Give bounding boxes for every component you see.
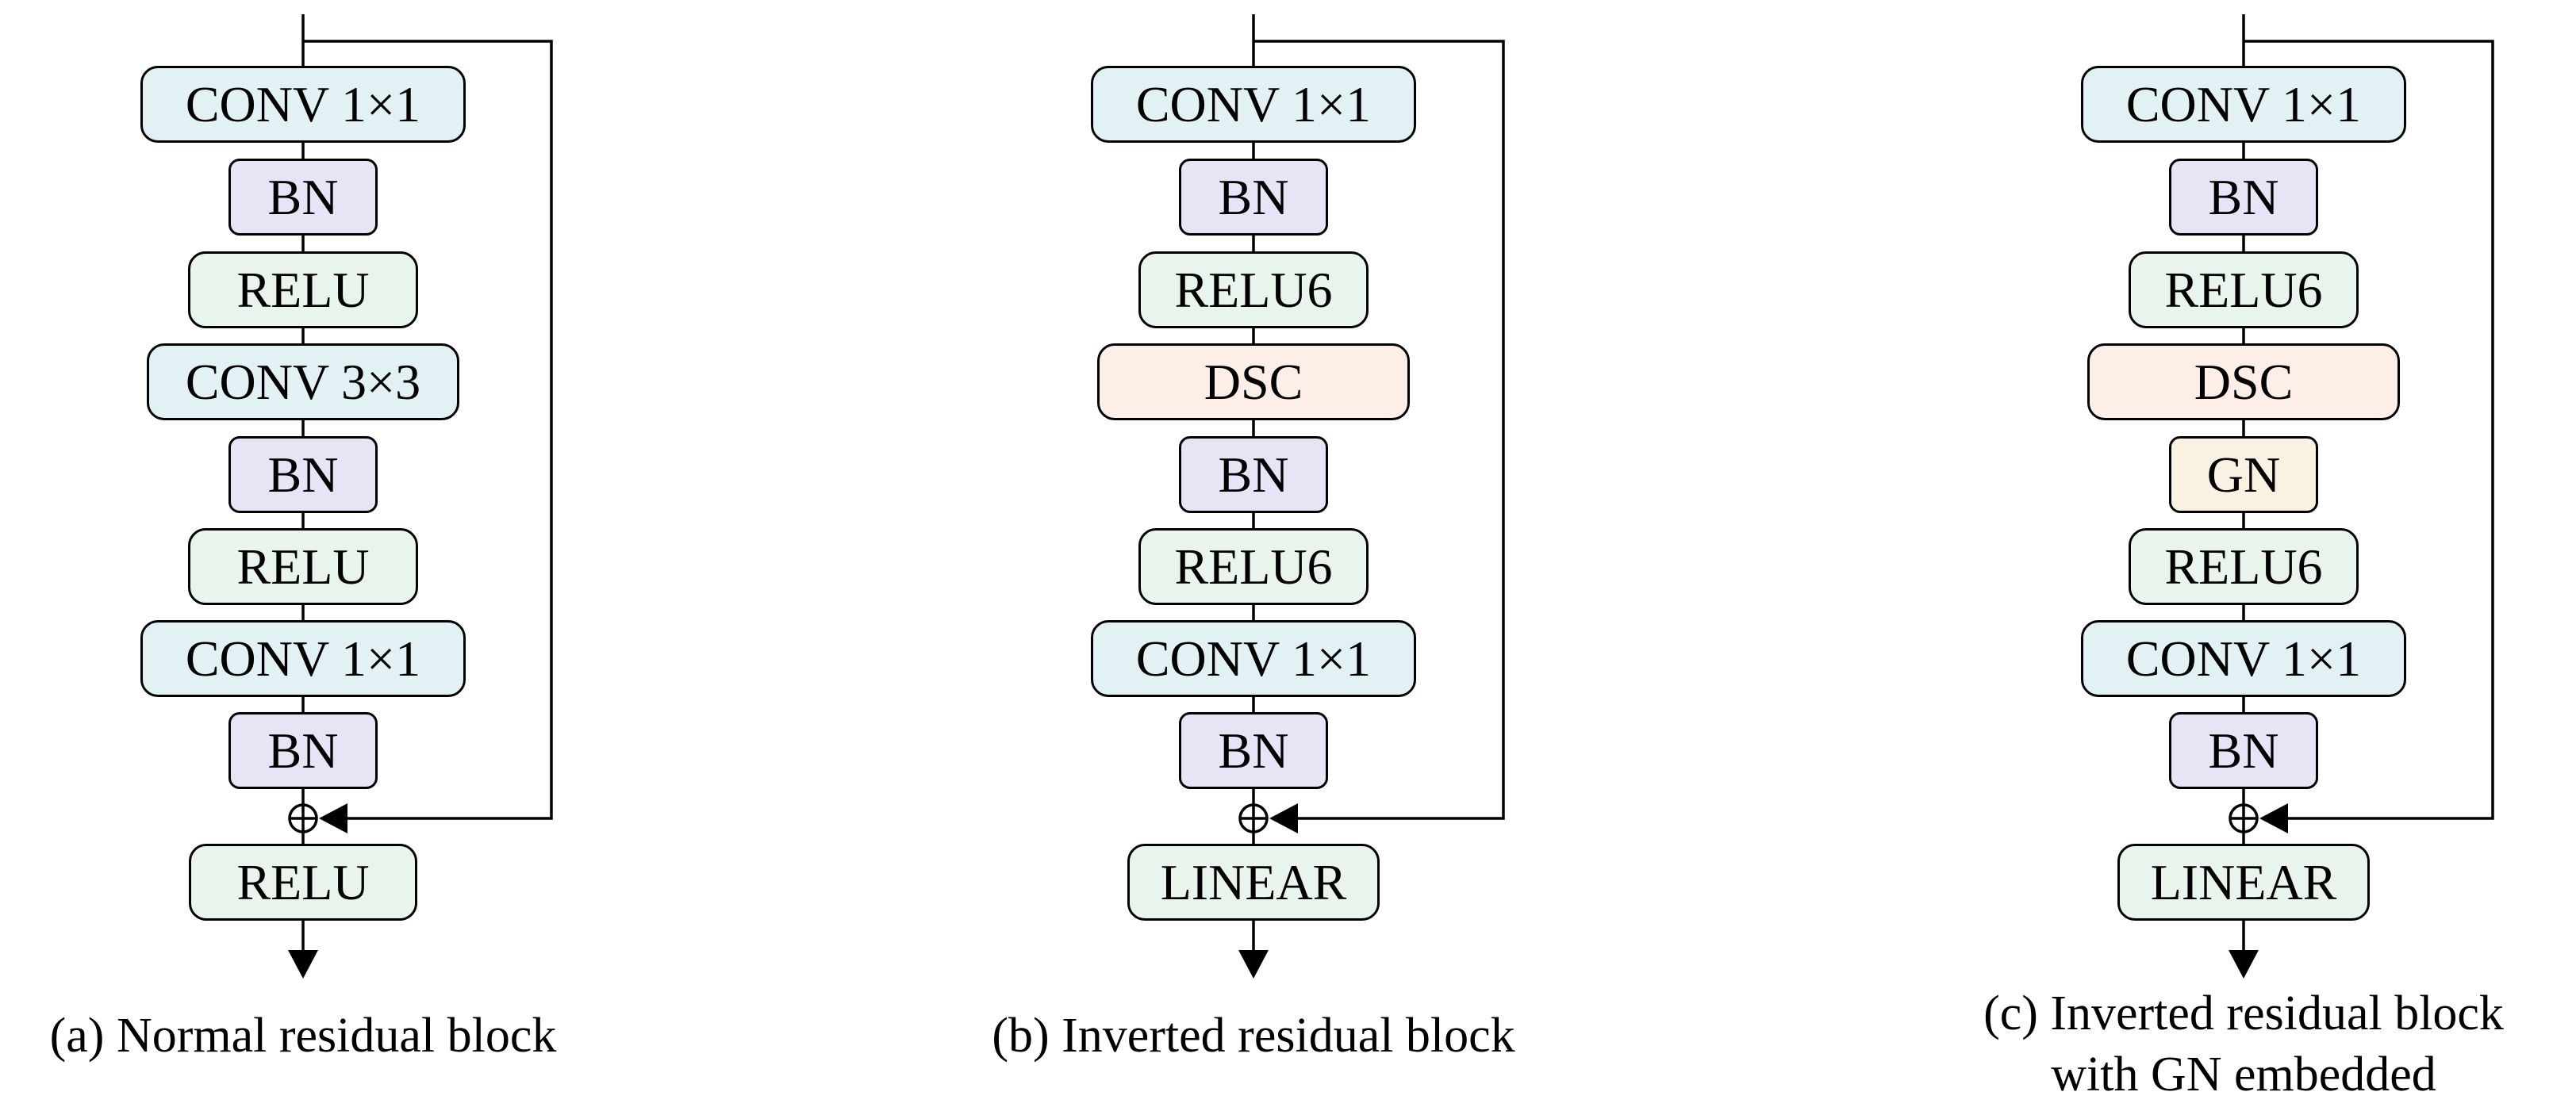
block-linear-output: LINEAR: [2117, 844, 2370, 921]
output-arrowhead-icon: [1238, 950, 1269, 979]
block-bn: BN: [1179, 712, 1328, 789]
plus-icon: [2230, 805, 2257, 832]
block-conv-3x3: CONV 3×3: [147, 343, 459, 420]
plus-icon: [290, 805, 317, 832]
block-linear-output: LINEAR: [1127, 844, 1380, 921]
block-conv-1x1: CONV 1×1: [2081, 620, 2406, 697]
skip-connection-line: [1253, 40, 1505, 820]
block-bn: BN: [1179, 159, 1328, 236]
block-conv-1x1: CONV 1×1: [1091, 620, 1416, 697]
block-conv-1x1: CONV 1×1: [1091, 66, 1416, 143]
block-relu6: RELU6: [1138, 528, 1369, 605]
block-bn: BN: [228, 712, 378, 789]
caption-line: (c) Inverted residual block: [1983, 986, 2504, 1040]
caption-line: (a) Normal residual block: [49, 1009, 557, 1063]
block-conv-1x1: CONV 1×1: [140, 620, 466, 697]
skip-arrowhead-icon: [2259, 803, 2288, 833]
block-dsc: DSC: [1097, 343, 1410, 420]
block-bn: BN: [2169, 712, 2318, 789]
block-relu-output: RELU: [189, 844, 417, 921]
block-relu6: RELU6: [2129, 251, 2359, 328]
block-bn: BN: [228, 436, 378, 513]
block-relu6: RELU6: [1138, 251, 1369, 328]
block-bn: BN: [2169, 159, 2318, 236]
block-conv-1x1: CONV 1×1: [2081, 66, 2406, 143]
caption-c: (c) Inverted residual block with GN embe…: [1983, 983, 2504, 1105]
plus-icon: [1240, 805, 1267, 832]
caption-line: with GN embedded: [2051, 1047, 2436, 1101]
output-arrowhead-icon: [2229, 950, 2259, 979]
block-gn: GN: [2169, 436, 2318, 513]
skip-connection-line: [2244, 40, 2494, 820]
block-bn: BN: [228, 159, 378, 236]
block-relu: RELU: [188, 528, 418, 605]
caption-b: (b) Inverted residual block: [992, 1006, 1515, 1067]
skip-connection-line: [303, 40, 553, 820]
block-dsc: DSC: [2087, 343, 2400, 420]
block-conv-1x1: CONV 1×1: [140, 66, 466, 143]
block-relu: RELU: [188, 251, 418, 328]
output-arrowhead-icon: [288, 950, 318, 979]
skip-arrowhead-icon: [319, 803, 347, 833]
block-relu6: RELU6: [2129, 528, 2359, 605]
caption-line: (b) Inverted residual block: [992, 1009, 1515, 1063]
caption-a: (a) Normal residual block: [50, 1006, 557, 1067]
skip-arrowhead-icon: [1269, 803, 1298, 833]
block-bn: BN: [1179, 436, 1328, 513]
